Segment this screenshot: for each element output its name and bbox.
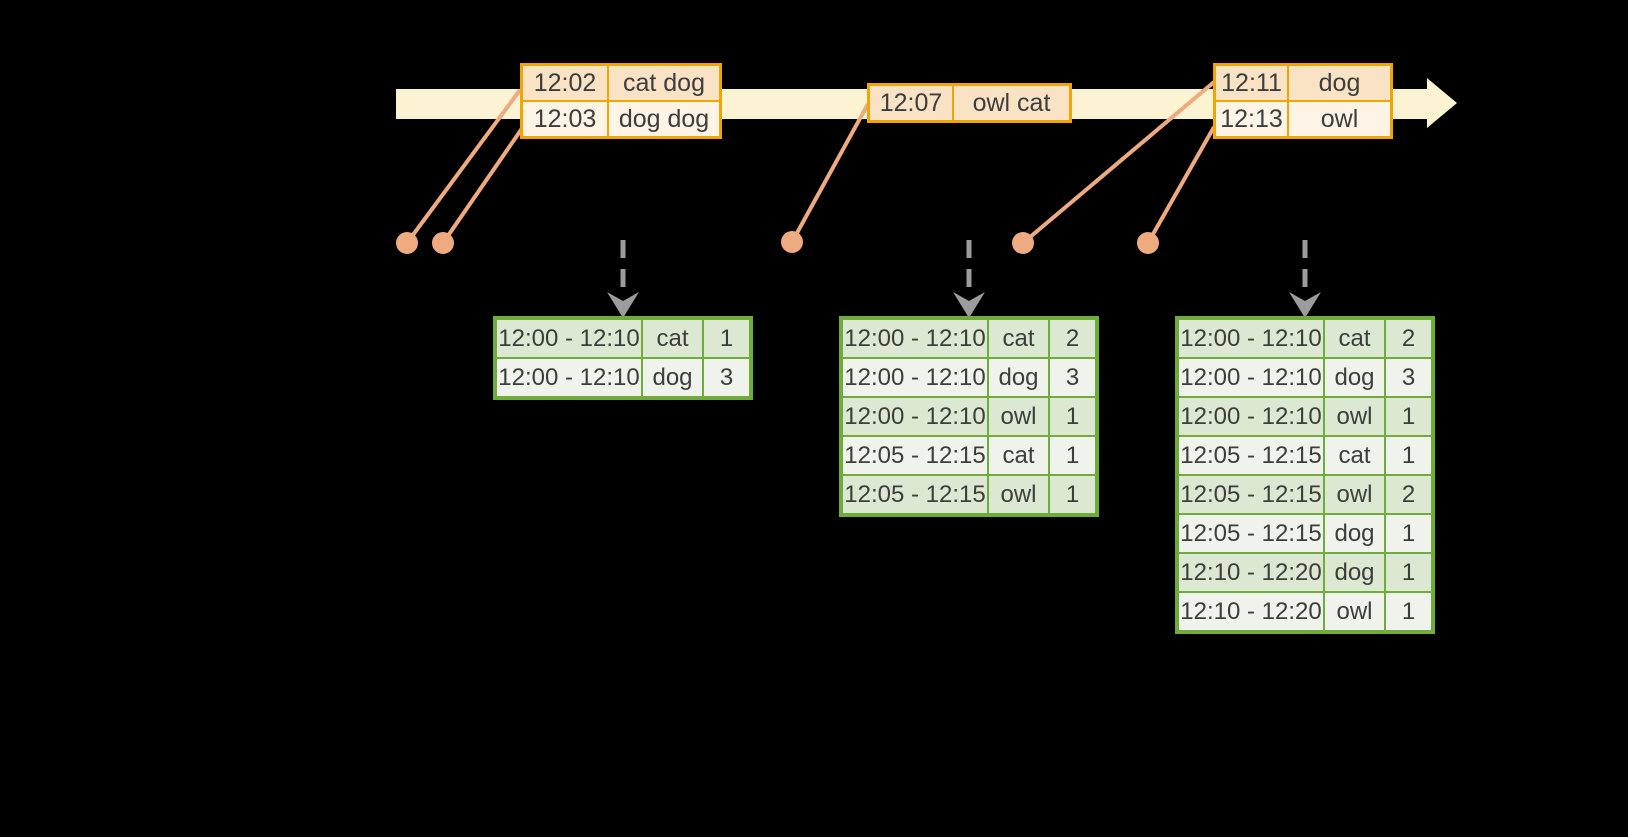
table-cell: dog dog — [609, 102, 719, 136]
table-cell: 12:00 - 12:10 — [1179, 320, 1323, 357]
table-cell: dog — [1289, 66, 1390, 100]
table-cell: 12:07 — [870, 86, 952, 120]
table-cell: cat — [1325, 320, 1384, 357]
event-callout-line — [441, 125, 525, 245]
event-callout-line — [405, 88, 522, 245]
table-cell: 1 — [1050, 398, 1095, 435]
event-dot — [1012, 232, 1034, 254]
table-cell: cat dog — [609, 66, 719, 100]
table-cell: owl — [989, 398, 1048, 435]
table-cell: 2 — [1050, 320, 1095, 357]
table-cell: 12:05 - 12:15 — [843, 437, 987, 474]
table-cell: 12:10 - 12:20 — [1179, 593, 1323, 630]
table-cell: dog — [1325, 515, 1384, 552]
table-cell: 12:10 - 12:20 — [1179, 554, 1323, 591]
table-cell: 12:00 - 12:10 — [843, 359, 987, 396]
trigger-arrow-icon — [953, 240, 985, 318]
table-cell: 12:03 — [523, 102, 607, 136]
event-callout-line — [1146, 126, 1216, 244]
event-dot — [432, 232, 454, 254]
table-cell: 3 — [704, 359, 749, 396]
table-cell: 1 — [1386, 398, 1431, 435]
table-cell: 3 — [1050, 359, 1095, 396]
table-cell: 12:00 - 12:10 — [843, 398, 987, 435]
event-callout-line — [790, 103, 870, 243]
table-cell: 12:05 - 12:15 — [1179, 515, 1323, 552]
table-cell: dog — [989, 359, 1048, 396]
table-cell: 12:02 — [523, 66, 607, 100]
table-cell: owl — [1325, 593, 1384, 630]
table-cell: 2 — [1386, 476, 1431, 513]
table-cell: dog — [643, 359, 702, 396]
table-cell: 12:05 - 12:15 — [843, 476, 987, 513]
trigger-arrow-icon — [607, 240, 639, 318]
event-callout-line — [1021, 80, 1216, 245]
table-cell: dog — [1325, 554, 1384, 591]
table-cell: 3 — [1386, 359, 1431, 396]
table-cell: 2 — [1386, 320, 1431, 357]
table-cell: 12:00 - 12:10 — [1179, 398, 1323, 435]
table-cell: 1 — [1386, 515, 1431, 552]
table-cell: 12:05 - 12:15 — [1179, 437, 1323, 474]
table-cell: 12:13 — [1216, 102, 1287, 136]
table-cell: 1 — [1386, 437, 1431, 474]
table-cell: owl — [1289, 102, 1390, 136]
event-dot — [781, 231, 803, 253]
table-cell: owl — [1325, 476, 1384, 513]
table-cell: 12:05 - 12:15 — [1179, 476, 1323, 513]
table-cell: owl cat — [954, 86, 1069, 120]
table-cell: owl — [1325, 398, 1384, 435]
table-cell: dog — [1325, 359, 1384, 396]
table-cell: 12:00 - 12:10 — [843, 320, 987, 357]
table-cell: 1 — [1050, 437, 1095, 474]
table-cell: cat — [1325, 437, 1384, 474]
event-dot — [396, 232, 418, 254]
table-cell: 1 — [704, 320, 749, 357]
trigger-arrow-icon — [1289, 240, 1321, 318]
table-cell: 12:11 — [1216, 66, 1287, 100]
table-cell: owl — [989, 476, 1048, 513]
table-cell: cat — [989, 320, 1048, 357]
table-cell: 12:00 - 12:10 — [497, 359, 641, 396]
table-cell: cat — [989, 437, 1048, 474]
table-cell: 1 — [1386, 593, 1431, 630]
table-cell: 1 — [1050, 476, 1095, 513]
table-cell: cat — [643, 320, 702, 357]
table-cell: 12:00 - 12:10 — [1179, 359, 1323, 396]
event-dot — [1137, 232, 1159, 254]
table-cell: 12:00 - 12:10 — [497, 320, 641, 357]
table-cell: 1 — [1386, 554, 1431, 591]
